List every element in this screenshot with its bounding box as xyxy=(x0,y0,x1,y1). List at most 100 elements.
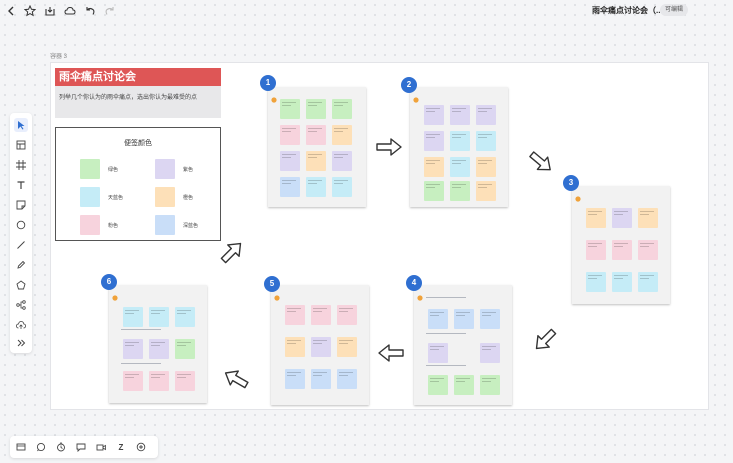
sticky-note[interactable] xyxy=(476,105,496,125)
sticky-note[interactable] xyxy=(175,339,195,359)
download-icon[interactable] xyxy=(43,4,57,18)
sticky-note[interactable] xyxy=(586,272,606,292)
sticky-note[interactable] xyxy=(638,240,658,260)
sticky-note[interactable] xyxy=(311,369,331,389)
step-board-4[interactable] xyxy=(414,285,512,405)
arrow-right-icon[interactable] xyxy=(375,137,403,157)
sticky-note[interactable] xyxy=(332,177,352,197)
pen-icon[interactable] xyxy=(14,258,28,272)
sticky-note[interactable] xyxy=(476,181,496,201)
sticky-note[interactable] xyxy=(123,371,143,391)
frame-icon[interactable] xyxy=(14,158,28,172)
mindmap-icon[interactable] xyxy=(14,298,28,312)
sticky-note[interactable] xyxy=(337,369,357,389)
sticky-note[interactable] xyxy=(123,307,143,327)
arrow-down-right-icon[interactable] xyxy=(527,150,555,174)
sticky-note[interactable] xyxy=(285,305,305,325)
comment-icon[interactable] xyxy=(34,440,48,454)
upload-icon[interactable] xyxy=(14,318,28,332)
sticky-note[interactable] xyxy=(428,375,448,395)
sticky-note[interactable] xyxy=(454,309,474,329)
document-title[interactable]: 雨伞痛点讨论会（... xyxy=(592,6,663,15)
timer-icon[interactable] xyxy=(54,440,68,454)
sticky-note[interactable] xyxy=(285,337,305,357)
sticky-note[interactable] xyxy=(311,305,331,325)
arrow-left-icon[interactable] xyxy=(377,343,405,363)
sticky-note[interactable] xyxy=(450,181,470,201)
sticky-note[interactable] xyxy=(311,337,331,357)
sticky-note[interactable] xyxy=(476,157,496,177)
sticky-note[interactable] xyxy=(306,125,326,145)
step-board-1[interactable] xyxy=(268,87,366,207)
sticky-note[interactable] xyxy=(638,208,658,228)
video-icon[interactable] xyxy=(94,440,108,454)
arrow-down-left-icon[interactable] xyxy=(531,328,559,352)
sticky-note[interactable] xyxy=(424,157,444,177)
arrow-up-right-icon[interactable] xyxy=(218,240,246,264)
sticky-note[interactable] xyxy=(428,309,448,329)
sticky-note[interactable] xyxy=(285,369,305,389)
line-icon[interactable] xyxy=(14,238,28,252)
board-title[interactable]: 雨伞痛点讨论会 xyxy=(55,68,221,86)
frame-label[interactable]: 容器 3 xyxy=(50,54,68,60)
sticky-note[interactable] xyxy=(424,105,444,125)
select-icon[interactable] xyxy=(14,118,28,132)
sticky-note[interactable] xyxy=(450,157,470,177)
sticky-note[interactable] xyxy=(586,240,606,260)
sticky-note[interactable] xyxy=(480,375,500,395)
add-icon[interactable] xyxy=(134,440,148,454)
sticky-note[interactable] xyxy=(612,240,632,260)
sticky-note[interactable] xyxy=(480,309,500,329)
sticky-note[interactable] xyxy=(332,151,352,171)
more-icon[interactable] xyxy=(14,336,28,350)
sticky-note[interactable] xyxy=(306,177,326,197)
back-icon[interactable] xyxy=(4,4,18,18)
arrow-up-left-icon[interactable] xyxy=(222,367,250,391)
polygon-icon[interactable] xyxy=(14,278,28,292)
sticky-note[interactable] xyxy=(612,208,632,228)
sticky-note[interactable] xyxy=(332,125,352,145)
sticky-note[interactable] xyxy=(332,99,352,119)
sticky-note[interactable] xyxy=(612,272,632,292)
sticky-note[interactable] xyxy=(424,131,444,151)
sticky-note[interactable] xyxy=(424,181,444,201)
sticky-note[interactable] xyxy=(306,151,326,171)
edit-status-badge[interactable]: 可编辑 xyxy=(660,4,689,16)
sticky-note[interactable] xyxy=(586,208,606,228)
sticky-note[interactable] xyxy=(454,375,474,395)
sticky-note[interactable] xyxy=(149,307,169,327)
color-legend[interactable]: 便签颜色 绿色 紫色 天蓝色 橙色 粉色 深蓝色 xyxy=(55,127,221,241)
sticky-note[interactable] xyxy=(149,371,169,391)
template-icon[interactable] xyxy=(14,138,28,152)
shape-icon[interactable] xyxy=(14,218,28,232)
minimap-icon[interactable] xyxy=(14,440,28,454)
sticky-note[interactable] xyxy=(280,125,300,145)
sticky-note[interactable] xyxy=(123,339,143,359)
sticky-note[interactable] xyxy=(149,339,169,359)
step-board-6[interactable] xyxy=(109,285,207,403)
sticky-note[interactable] xyxy=(480,343,500,363)
sticky-note[interactable] xyxy=(428,343,448,363)
sticky-note[interactable] xyxy=(175,307,195,327)
board-subtitle[interactable]: 列举几个你认为的雨伞痛点，选出你认为最难受的点 xyxy=(55,86,221,118)
step-board-2[interactable] xyxy=(410,87,508,207)
sticky-note[interactable] xyxy=(450,131,470,151)
text-icon[interactable] xyxy=(14,178,28,192)
step-board-3[interactable] xyxy=(572,186,670,304)
sticky-note[interactable] xyxy=(450,105,470,125)
sticky-note[interactable] xyxy=(280,99,300,119)
undo-icon[interactable] xyxy=(83,4,97,18)
sticky-note[interactable] xyxy=(337,305,357,325)
sticky-note[interactable] xyxy=(337,337,357,357)
sticky-note[interactable] xyxy=(175,371,195,391)
zoom-label[interactable]: Z xyxy=(118,442,124,452)
sticky-note[interactable] xyxy=(306,99,326,119)
sticky-note[interactable] xyxy=(280,151,300,171)
star-icon[interactable] xyxy=(23,4,37,18)
sticky-note[interactable] xyxy=(638,272,658,292)
sticky-note[interactable] xyxy=(280,177,300,197)
redo-icon[interactable] xyxy=(103,4,117,18)
cloud-icon[interactable] xyxy=(63,4,77,18)
sticky-note[interactable] xyxy=(476,131,496,151)
chat-icon[interactable] xyxy=(74,440,88,454)
